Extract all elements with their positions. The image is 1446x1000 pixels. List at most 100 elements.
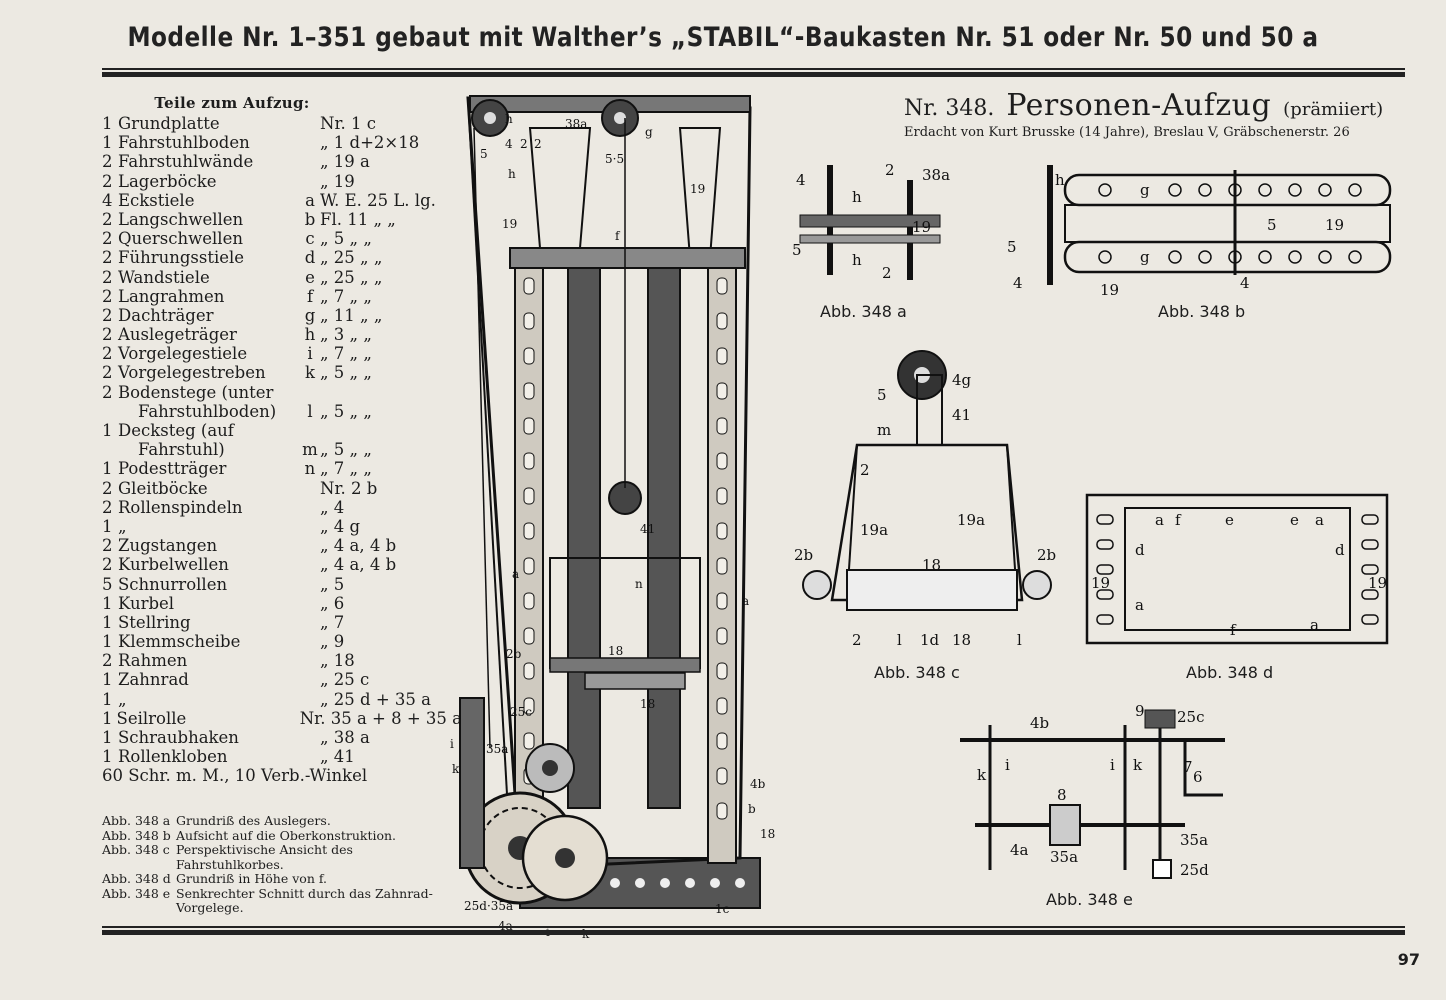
- part-letter: [300, 517, 320, 536]
- part-number: „ 25 „ „: [320, 267, 383, 287]
- part-number: „ 9: [320, 632, 345, 652]
- figure-label: 5: [1267, 216, 1277, 234]
- figure-label: h: [508, 167, 516, 181]
- part-qty: 2: [102, 248, 113, 268]
- figure-label: 2: [860, 461, 870, 479]
- figure-label: 25c: [1177, 708, 1205, 726]
- fig-a-label: 4: [796, 171, 806, 189]
- part-number: „ 1 d+2×18: [320, 133, 420, 153]
- figure-label: h: [852, 251, 862, 269]
- part-name: Dachträger: [118, 305, 214, 325]
- part-qty: 2: [102, 555, 113, 575]
- figure-348b: h g g 5 19 5 4 19 4: [1005, 160, 1395, 300]
- part-letter: l: [307, 401, 313, 421]
- part-letter: [300, 133, 320, 152]
- figure-label: i: [1110, 756, 1115, 774]
- figure-348a: 4 2 38a h 19 5 h 2: [790, 160, 950, 290]
- part-number: „ 25 d + 35 a: [320, 689, 431, 709]
- part-qty: 2: [102, 536, 113, 556]
- part-number: „ 18: [320, 651, 355, 671]
- figure-label: 2: [885, 161, 895, 179]
- part-letter: [300, 594, 320, 613]
- part-letter: m: [302, 440, 318, 460]
- figure-label: 19: [1100, 281, 1119, 299]
- figure-label: 4g: [952, 371, 972, 389]
- figure-label: 19a: [957, 511, 985, 529]
- part-name: Seilrolle: [116, 708, 187, 728]
- figure-label: 2: [520, 137, 528, 151]
- figure-label: f: [1230, 621, 1237, 639]
- part-name: Rollenkloben: [118, 747, 228, 767]
- part-letter: a: [305, 190, 315, 210]
- part-name: Decksteg (auf: [118, 421, 234, 440]
- figure-label: 35a: [486, 742, 508, 756]
- part-number: [320, 383, 462, 402]
- part-qty: [102, 440, 118, 459]
- figure-label: d: [1135, 541, 1145, 559]
- figure-label: e: [1225, 511, 1234, 529]
- part-number: „ 11 „ „: [320, 305, 383, 325]
- part-qty: 2: [102, 152, 113, 172]
- part-name: Vorgelegestiele: [118, 344, 248, 364]
- part-letter: [300, 421, 320, 440]
- model-award: (prämiiert): [1283, 99, 1384, 120]
- figure-label: 18: [760, 827, 775, 841]
- part-qty: 2: [102, 325, 113, 345]
- part-qty: 2: [102, 344, 113, 364]
- part-number: „ 7: [320, 612, 345, 632]
- part-letter: [300, 152, 320, 171]
- part-name: Fahrstuhlwände: [118, 152, 254, 172]
- figure-label: 5: [877, 386, 887, 404]
- part-qty: 1: [102, 516, 113, 536]
- figure-label: d: [1335, 541, 1345, 559]
- caption-348a: Abb. 348 a: [820, 302, 907, 321]
- part-letter: h: [304, 325, 316, 345]
- part-qty: 2: [102, 651, 113, 671]
- figure-label: 4b: [750, 777, 766, 791]
- part-letter: [300, 172, 320, 191]
- part-number: „ 6: [320, 593, 345, 613]
- part-name: Stellring: [118, 612, 191, 632]
- figure-label: 2: [534, 137, 542, 151]
- figure-label: 25d: [1180, 861, 1209, 879]
- figure-label: 19: [502, 217, 517, 231]
- part-letter: [300, 632, 320, 651]
- part-number: [320, 421, 462, 440]
- figure-label: 2b: [794, 546, 813, 564]
- figure-label: a: [1135, 596, 1144, 614]
- figure-label: 19: [1325, 216, 1344, 234]
- figure-label: a: [742, 594, 749, 608]
- figure-348e: 4b 9 25c k i i k 7 6 8 4a 35a 35a 25d: [955, 700, 1230, 885]
- figure-label: k: [977, 766, 987, 784]
- caption-348d: Abb. 348 d: [1186, 663, 1274, 682]
- part-name: Zahnrad: [118, 670, 189, 690]
- figure-label: 19: [690, 182, 705, 196]
- figure-label: b: [748, 802, 756, 816]
- part-qty: 2: [102, 305, 113, 325]
- legend-text: Aufsicht auf die Oberkonstruktion.: [176, 827, 397, 843]
- figure-label: 1c: [715, 902, 730, 916]
- parts-row: Fahrstuhlboden)l„ 5 „ „: [102, 402, 462, 421]
- figure-label: l: [1017, 631, 1022, 649]
- part-letter: [300, 383, 320, 402]
- figure-label: 5·5: [605, 152, 624, 166]
- figure-label: 2: [882, 264, 892, 282]
- figure-label: 1d: [920, 631, 940, 649]
- figure-label: 25d·35a: [464, 899, 513, 913]
- part-name: Rollenspindeln: [118, 497, 243, 517]
- figure-label: 38a: [922, 166, 950, 184]
- figure-label: g: [1140, 181, 1150, 199]
- legend-text: Perspektivische Ansicht des Fahrstuhlkor…: [176, 842, 353, 872]
- caption-348c: Abb. 348 c: [874, 663, 960, 682]
